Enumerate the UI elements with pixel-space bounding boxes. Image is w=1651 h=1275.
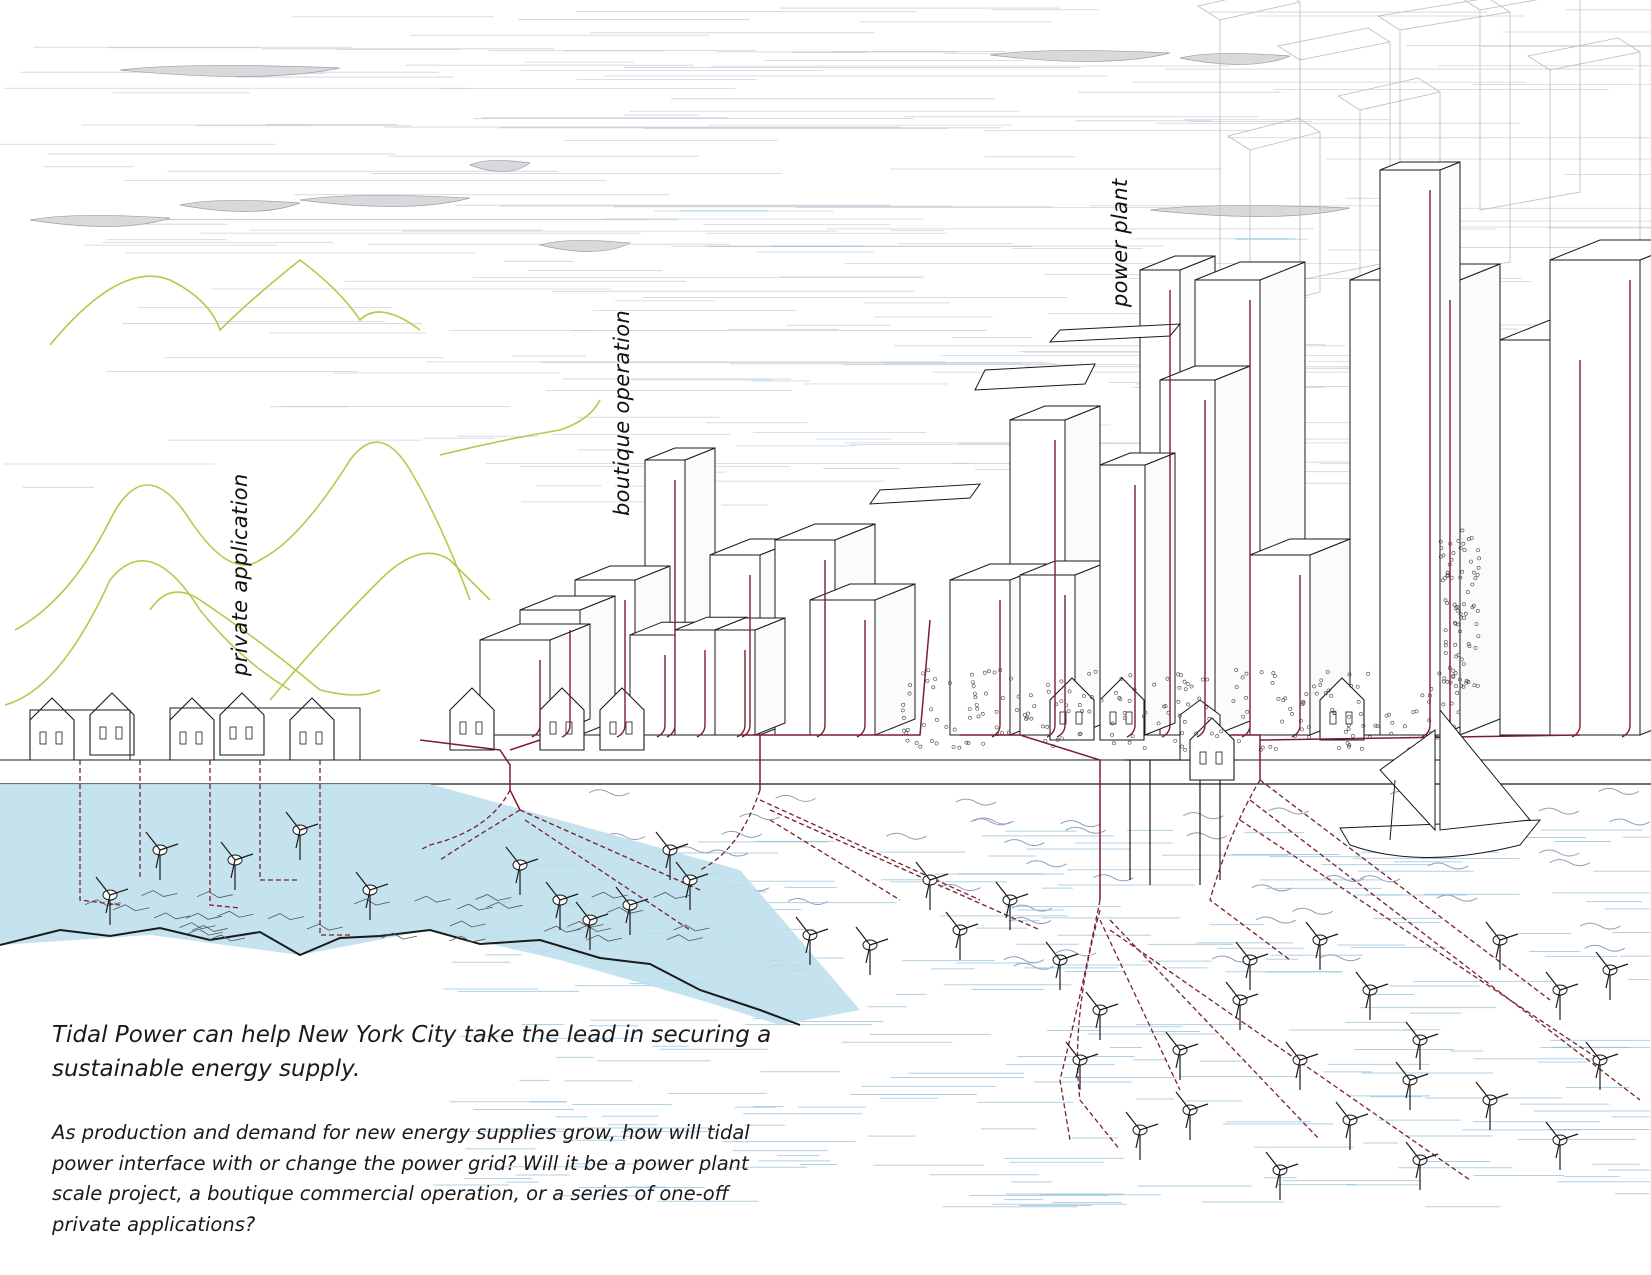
sailboats bbox=[1339, 708, 1542, 858]
body-text: As production and demand for new energy … bbox=[52, 1121, 750, 1236]
headline: Tidal Power can help New York City take … bbox=[52, 1022, 772, 1082]
tidal-turbines bbox=[95, 811, 1629, 1200]
label-private-application: private application bbox=[228, 473, 252, 676]
label-boutique-operation: boutique operation bbox=[610, 309, 634, 516]
label-power-plant: power plant bbox=[1108, 178, 1132, 307]
clouds bbox=[29, 50, 1351, 252]
seabed-cutaway bbox=[0, 784, 860, 1026]
hills bbox=[4, 258, 601, 706]
city-buildings bbox=[479, 161, 1651, 885]
